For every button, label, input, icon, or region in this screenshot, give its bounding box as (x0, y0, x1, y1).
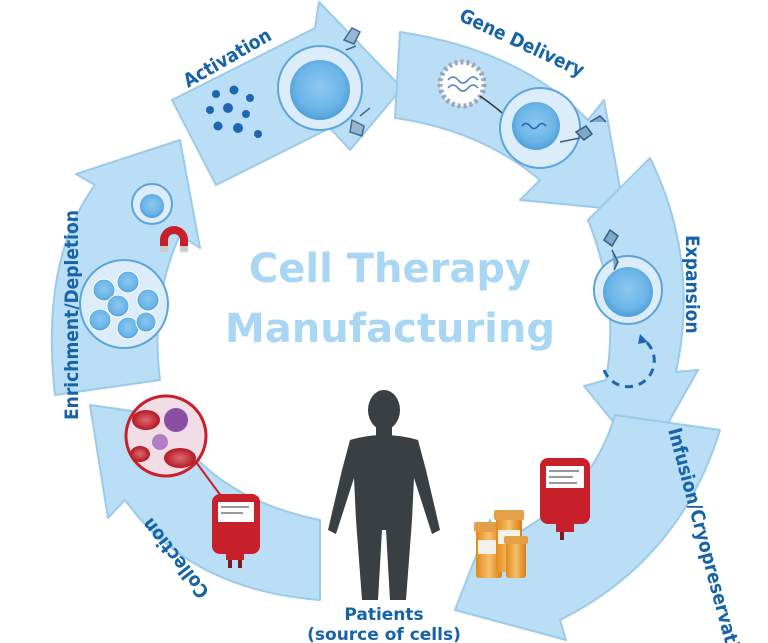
transduced-cell-icon (499, 87, 607, 169)
patients-source-label: (source of cells) (307, 625, 461, 643)
activation-t-cell-icon (277, 27, 371, 137)
infusion-blood-bag-icon (540, 458, 590, 540)
title-line-1: Cell Therapy (249, 246, 531, 292)
label-expansion: Expansion (681, 235, 703, 334)
isolated-cell-icon (131, 183, 173, 225)
magnet-icon (160, 226, 188, 252)
patients-label: Patients (344, 605, 423, 625)
cryo-vials-icon (474, 510, 528, 578)
title-line-2: Manufacturing (225, 306, 555, 352)
expansion-cell-icon (593, 228, 663, 325)
viral-vector-icon (437, 59, 487, 109)
arrow-infusion (454, 414, 721, 641)
cell-population-icon (79, 259, 169, 349)
expansion-dashed-cycle-icon (602, 338, 656, 389)
patient-silhouette-icon (328, 390, 440, 600)
blood-magnifier-icon (124, 394, 225, 501)
collection-blood-bag-icon (212, 494, 260, 568)
center-title: Cell Therapy Manufacturing (225, 238, 555, 363)
activation-beads-icon (206, 85, 262, 138)
label-enrichment: Enrichment/Depletion (61, 210, 83, 420)
